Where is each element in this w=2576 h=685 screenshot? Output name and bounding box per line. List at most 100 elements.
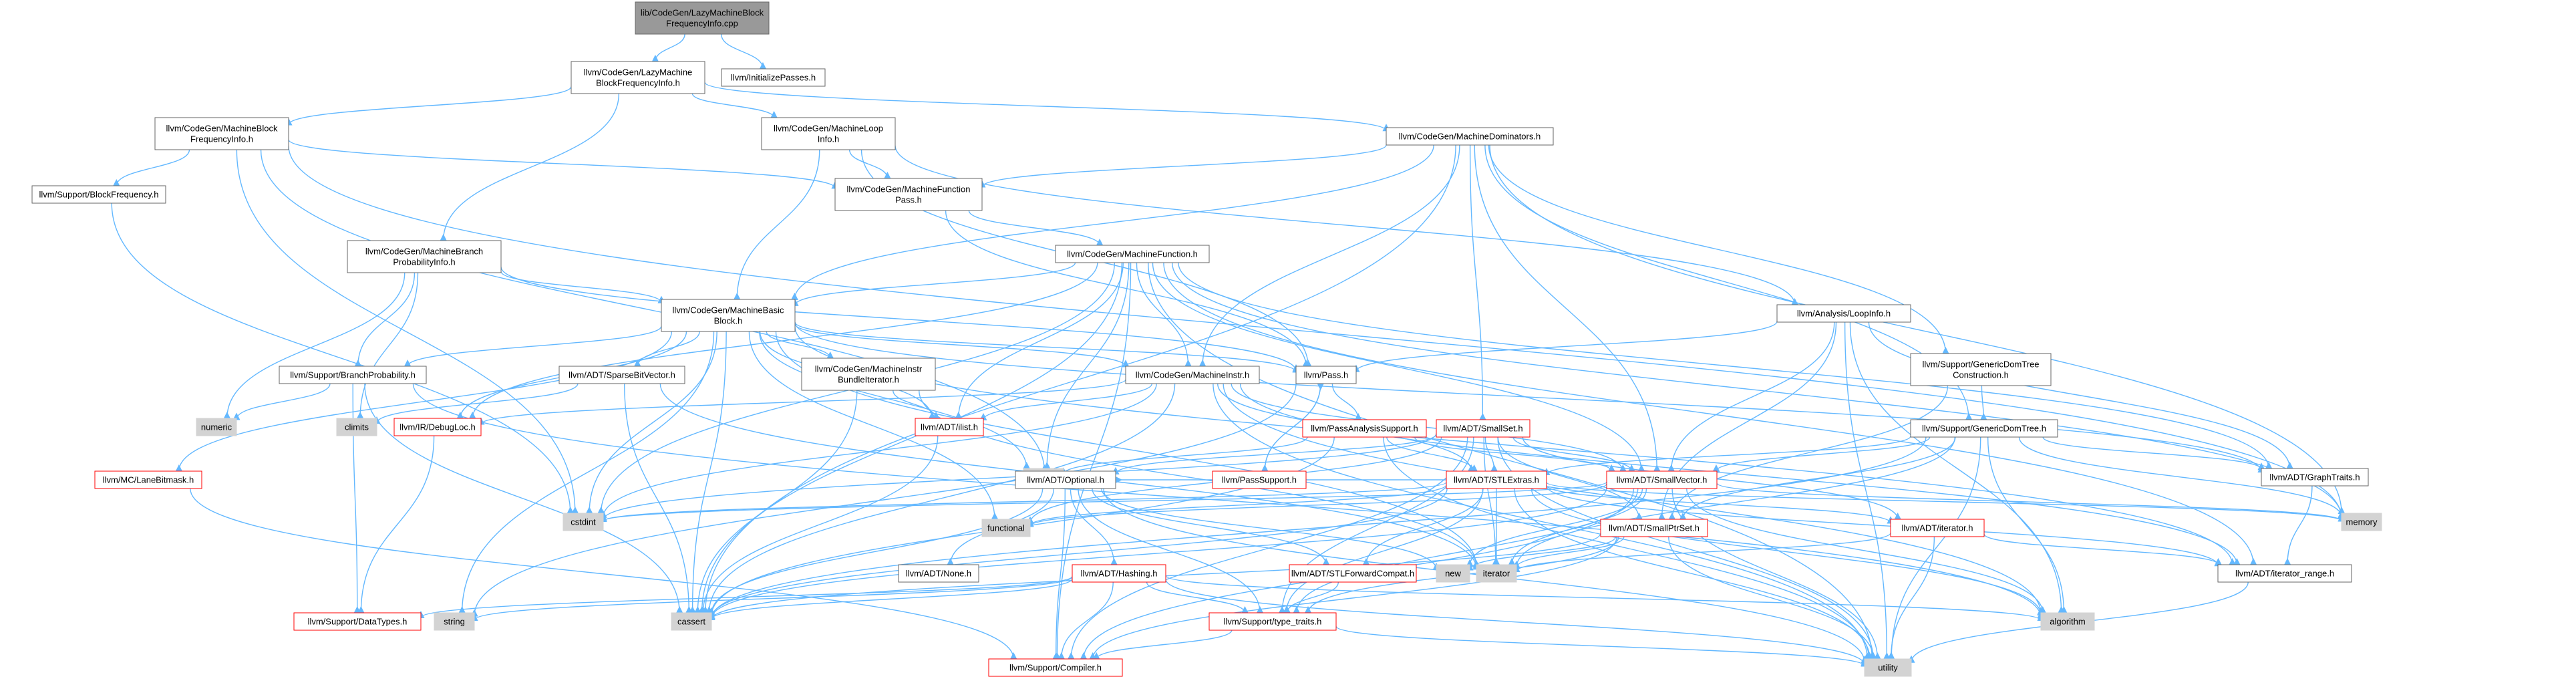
edge-mbb-to-cassert	[688, 331, 727, 614]
node-gdtc-box	[1910, 353, 2052, 386]
node-initpasses-box	[721, 68, 826, 87]
node-adtiterator[interactable]: llvm/ADT/iterator.h	[1890, 519, 1985, 537]
node-compiler-box	[988, 658, 1123, 677]
node-mbfi-label-0: llvm/CodeGen/MachineBlock	[166, 124, 278, 134]
node-branchprob-box	[279, 366, 427, 384]
node-mdom-box	[1386, 127, 1554, 146]
edge-smallvector-to-algorithm	[1686, 488, 2047, 614]
node-debugloc[interactable]: llvm/IR/DebugLoc.h	[393, 418, 482, 436]
node-datatypes[interactable]: llvm/Support/DataTypes.h	[293, 612, 422, 631]
node-root-label-1: FrequencyInfo.cpp	[666, 19, 738, 29]
node-mibundle-label-0: llvm/CodeGen/MachineInstr	[815, 364, 923, 374]
node-root-label-0: lib/CodeGen/LazyMachineBlock	[641, 8, 764, 18]
node-stlfwd[interactable]: llvm/ADT/STLForwardCompat.h	[1289, 564, 1417, 583]
edge-minstr-to-utility	[1213, 383, 1871, 660]
node-minstr[interactable]: llvm/CodeGen/MachineInstr.h	[1125, 366, 1260, 384]
node-datatypes-label-0: llvm/Support/DataTypes.h	[308, 617, 408, 627]
edge-mfunc-to-ilist	[955, 262, 1124, 420]
edge-mdom-to-minstr	[1198, 144, 1460, 368]
node-new-box	[1436, 564, 1470, 583]
edge-typetraits-to-utility	[1335, 626, 1869, 667]
node-gdt-label-0: llvm/Support/GenericDomTree.h	[1922, 424, 2046, 434]
node-none[interactable]: llvm/ADT/None.h	[898, 564, 979, 583]
node-iterator: iterator	[1476, 564, 1517, 583]
node-mbfi-label-1: FrequencyInfo.h	[190, 134, 253, 144]
node-hashing-label-0: llvm/ADT/Hashing.h	[1081, 569, 1158, 579]
edge-minstr-to-smallvector	[1231, 383, 1627, 472]
edge-gdt-to-algorithm	[1987, 436, 2068, 614]
node-passsupport[interactable]: llvm/PassSupport.h	[1212, 470, 1307, 489]
node-mibundle[interactable]: llvm/CodeGen/MachineInstrBundleIterator.…	[801, 358, 936, 391]
edge-root-to-initpasses	[721, 33, 767, 70]
node-stlextras[interactable]: llvm/ADT/STLExtras.h	[1446, 470, 1547, 489]
node-branchprob[interactable]: llvm/Support/BranchProbability.h	[279, 366, 427, 384]
node-sparse[interactable]: llvm/ADT/SparseBitVector.h	[558, 366, 685, 384]
edge-mdom-to-smallset	[1469, 144, 1487, 421]
edge-loopinfo-to-pass	[1352, 321, 1778, 372]
edge-lazy-to-mbpi	[440, 93, 620, 242]
node-smallptrset[interactable]: llvm/ADT/SmallPtrSet.h	[1600, 519, 1708, 537]
node-smallvector[interactable]: llvm/ADT/SmallVector.h	[1606, 470, 1718, 489]
node-mfunc-label-0: llvm/CodeGen/MachineFunction.h	[1067, 249, 1198, 259]
edge-mloop-to-loopinfo	[895, 145, 1799, 306]
node-gdtc[interactable]: llvm/Support/GenericDomTreeConstruction.…	[1910, 353, 2052, 386]
node-optional[interactable]: llvm/ADT/Optional.h	[1015, 470, 1116, 489]
node-climits-label-0: climits	[345, 422, 369, 432]
edge-smallvector-to-new	[1466, 488, 1643, 567]
node-pass-label-0: llvm/Pass.h	[1304, 370, 1348, 380]
node-blockfreq[interactable]: llvm/Support/BlockFrequency.h	[31, 185, 166, 204]
node-iterrange[interactable]: llvm/ADT/iterator_range.h	[2217, 564, 2352, 583]
node-utility: utility	[1864, 658, 1912, 677]
edge-mbb-to-cstdint	[585, 331, 717, 515]
node-string-box	[434, 612, 475, 631]
node-numeric-label-0: numeric	[201, 422, 232, 432]
node-smallvector-label-0: llvm/ADT/SmallVector.h	[1617, 475, 1708, 485]
node-ilist-box	[915, 418, 984, 436]
edge-smallvector-to-functional	[1026, 483, 1607, 527]
node-gdt[interactable]: llvm/Support/GenericDomTree.h	[1910, 419, 2058, 438]
node-passanalysis[interactable]: llvm/PassAnalysisSupport.h	[1302, 419, 1427, 438]
edge-graphtraits-to-iterrange	[2283, 485, 2313, 566]
edge-mloop-to-mbb	[733, 149, 820, 301]
node-initpasses-label-0: llvm/InitializePasses.h	[731, 73, 816, 83]
node-lazy[interactable]: llvm/CodeGen/LazyMachineBlockFrequencyIn…	[571, 61, 705, 94]
node-graphtraits[interactable]: llvm/ADT/GraphTraits.h	[2261, 468, 2369, 487]
node-smallset[interactable]: llvm/ADT/SmallSet.h	[1436, 419, 1531, 438]
node-pass[interactable]: llvm/Pass.h	[1295, 366, 1357, 384]
node-mbpi-label-0: llvm/CodeGen/MachineBranch	[365, 247, 483, 257]
edge-minstr-to-cassert	[705, 383, 1176, 614]
node-mdom[interactable]: llvm/CodeGen/MachineDominators.h	[1386, 127, 1554, 146]
edge-mdom-to-gdtc	[1488, 144, 1949, 355]
node-mbb-box	[661, 299, 796, 332]
node-hashing[interactable]: llvm/ADT/Hashing.h	[1072, 564, 1166, 583]
node-compiler[interactable]: llvm/Support/Compiler.h	[988, 658, 1123, 677]
edge-gdt-to-cassert	[707, 436, 1927, 620]
node-iterrange-label-0: llvm/ADT/iterator_range.h	[2235, 569, 2334, 579]
edge-mfunc-to-graphtraits	[1178, 262, 2273, 470]
node-lanebitmask[interactable]: llvm/MC/LaneBitmask.h	[94, 470, 202, 489]
edge-mfunc-to-mbb	[791, 262, 1076, 306]
edge-optional-to-cassert	[707, 488, 1043, 615]
node-loopinfo[interactable]: llvm/Analysis/LoopInfo.h	[1776, 304, 1911, 323]
edge-lazy-to-mdom	[704, 82, 1390, 132]
node-initpasses[interactable]: llvm/InitializePasses.h	[721, 68, 826, 87]
edge-hashing-to-cassert	[707, 578, 1073, 620]
node-typetraits[interactable]: llvm/Support/type_traits.h	[1209, 612, 1337, 631]
node-ilist[interactable]: llvm/ADT/ilist.h	[915, 418, 984, 436]
node-loopinfo-label-0: llvm/Analysis/LoopInfo.h	[1797, 309, 1891, 319]
node-mbpi[interactable]: llvm/CodeGen/MachineBranchProbabilityInf…	[347, 240, 502, 273]
edge-mibundle-to-ilist	[893, 390, 940, 420]
edge-branchprob-to-datatypes	[352, 383, 361, 614]
node-sparse-label-0: llvm/ADT/SparseBitVector.h	[569, 370, 675, 380]
node-iterator-label-0: iterator	[1483, 569, 1510, 579]
edge-hashing-to-typetraits	[1146, 581, 1249, 614]
node-adtiterator-box	[1890, 519, 1985, 537]
node-mfunc[interactable]: llvm/CodeGen/MachineFunction.h	[1055, 245, 1210, 263]
edge-mfpass-to-pass	[945, 210, 1310, 368]
edge-passsupport-to-pass	[1264, 382, 1325, 472]
